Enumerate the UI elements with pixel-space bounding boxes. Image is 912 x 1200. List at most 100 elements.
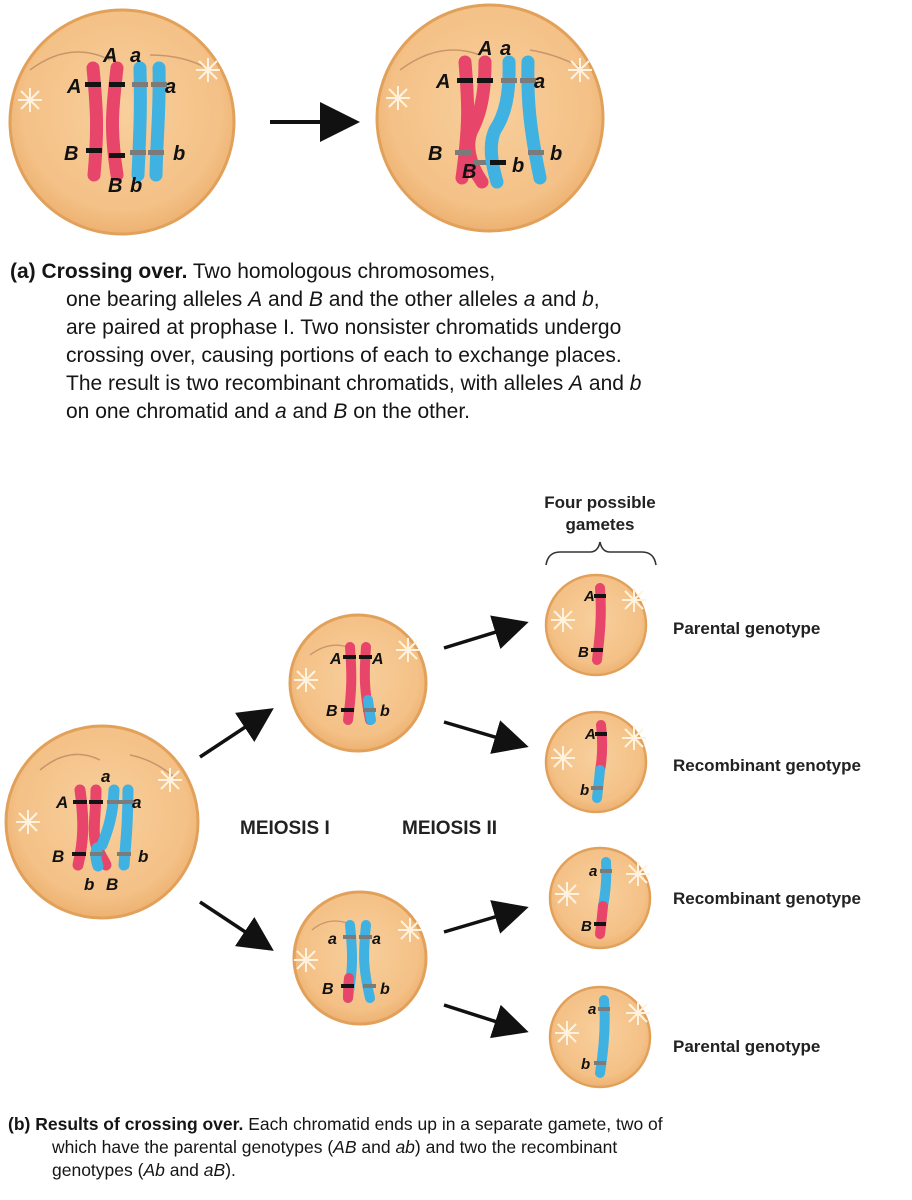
- gamete-allele-bottom: B: [578, 644, 589, 661]
- centrosome-icon: [625, 861, 651, 887]
- centrosome-icon: [293, 667, 319, 693]
- centrosome-icon: [625, 1000, 651, 1026]
- allele-label: b: [380, 981, 390, 998]
- cell-membrane: [544, 710, 648, 814]
- gamete-allele-top: a: [588, 1001, 596, 1018]
- allele-label: b: [512, 155, 524, 177]
- cell-after-crossing: A a A a B B b b: [375, 3, 605, 233]
- allele-label: b: [173, 143, 185, 165]
- caption-part-a: (a) Crossing over. Two homologous chromo…: [10, 258, 890, 426]
- meiosis-start-cell: a A a B b b B: [4, 724, 200, 920]
- allele-label: A: [66, 76, 81, 98]
- centrosome-icon: [395, 637, 421, 663]
- cell-membrane: [375, 3, 605, 233]
- caption-a-line-2: one bearing alleles A and B and the othe…: [66, 288, 600, 311]
- caption-b-tag: (b): [8, 1114, 31, 1134]
- paternal-homolog-crossed: [484, 55, 547, 189]
- allele-label: b: [550, 143, 562, 165]
- caption-a-line-3: are paired at prophase I. Two nonsister …: [66, 316, 622, 339]
- meiosis-2-arrow: [443, 1003, 529, 1039]
- centrosome-icon: [621, 725, 647, 751]
- gamete-4: a b: [548, 985, 652, 1089]
- caption-a-line-4: crossing over, causing portions of each …: [66, 344, 622, 367]
- allele-label: A: [55, 793, 68, 812]
- allele-label: B: [322, 981, 334, 998]
- allele-label: A: [102, 45, 117, 67]
- cell-membrane: [8, 8, 236, 236]
- allele-label: A: [329, 651, 342, 668]
- centrosome-icon: [554, 881, 580, 907]
- centrosome-icon: [397, 917, 423, 943]
- spindle-fiber: [399, 49, 481, 71]
- gamete-allele-top: a: [589, 863, 597, 880]
- caption-a-line-6: on one chromatid and a and B on the othe…: [66, 400, 471, 423]
- allele-label: b: [130, 175, 142, 197]
- centrosome-icon: [385, 85, 411, 111]
- allele-label: B: [106, 875, 118, 894]
- gametes-label-line2: gametes: [566, 515, 635, 534]
- gamete-4-genotype-label: Parental genotype: [673, 1037, 820, 1056]
- meiosis-2-label: MEIOSIS II: [402, 818, 497, 839]
- meiosis-2-arrow: [443, 900, 529, 934]
- caption-b-line-2: which have the parental genotypes (AB an…: [52, 1137, 618, 1157]
- gamete-3: a B: [548, 846, 652, 950]
- caption-part-b: (b) Results of crossing over. Each chrom…: [8, 1113, 903, 1182]
- allele-label: B: [462, 161, 476, 183]
- gamete-allele-bottom: b: [580, 782, 589, 799]
- allele-label: a: [130, 45, 141, 67]
- centrosome-icon: [293, 947, 319, 973]
- paternal-homolog: [130, 61, 167, 182]
- allele-label: b: [84, 875, 94, 894]
- chromatid: [595, 995, 610, 1078]
- allele-label: B: [64, 143, 78, 165]
- cell-before-crossing: A a A a B b B b: [8, 8, 236, 236]
- maternal-homolog-crossed: [455, 55, 493, 189]
- allele-label: b: [138, 847, 148, 866]
- cell-membrane: [288, 613, 428, 753]
- gamete-3-genotype-label: Recombinant genotype: [673, 889, 861, 908]
- caption-b-line-3: genotypes (Ab and aB).: [52, 1160, 236, 1180]
- allele-label: a: [328, 931, 337, 948]
- gamete-allele-top: A: [584, 726, 596, 743]
- allele-label: a: [500, 38, 511, 60]
- meiosis-1-daughter-top: A A B b: [288, 613, 428, 753]
- cell-membrane: [4, 724, 200, 920]
- caption-a-line-5: The result is two recombinant chromatids…: [66, 372, 642, 395]
- allele-label: B: [326, 703, 338, 720]
- gamete-1: A B: [544, 573, 648, 677]
- centrosome-icon: [567, 57, 593, 83]
- meiosis-1-arrow-down: [199, 900, 274, 951]
- meiosis-2-arrow: [443, 720, 529, 754]
- allele-label: A: [435, 71, 450, 93]
- spindle-fiber: [29, 51, 111, 71]
- allele-label: B: [52, 847, 64, 866]
- meiosis-1-arrow-up: [199, 708, 274, 759]
- maternal-homolog: [85, 61, 125, 182]
- chromatid: [595, 901, 608, 939]
- gamete-2-genotype-label: Recombinant genotype: [673, 756, 861, 775]
- gamete-allele-top: A: [583, 588, 595, 605]
- centrosome-icon: [15, 809, 41, 835]
- meiosis-1-label: MEIOSIS I: [240, 818, 330, 839]
- allele-label: a: [534, 71, 545, 93]
- chromatid: [595, 720, 608, 775]
- centrosome-icon: [621, 587, 647, 613]
- caption-a-heading: Crossing over.: [41, 260, 188, 283]
- gamete-allele-bottom: b: [581, 1056, 590, 1073]
- gametes-bracket: [545, 541, 657, 566]
- caption-a-line-1: (a) Crossing over. Two homologous chromo…: [10, 258, 890, 286]
- allele-label: B: [428, 143, 442, 165]
- chromatid: [598, 857, 612, 911]
- allele-label: a: [165, 76, 176, 98]
- caption-a-tag: (a): [10, 260, 36, 283]
- meiosis-2-arrow: [443, 615, 529, 650]
- allele-label: a: [372, 931, 381, 948]
- allele-label: b: [380, 703, 390, 720]
- centrosome-icon: [157, 767, 183, 793]
- centrosome-icon: [17, 87, 43, 113]
- gamete-2: A b: [544, 710, 648, 814]
- gamete-1-genotype-label: Parental genotype: [673, 619, 820, 638]
- allele-label: a: [132, 793, 141, 812]
- centrosome-icon: [554, 1020, 580, 1046]
